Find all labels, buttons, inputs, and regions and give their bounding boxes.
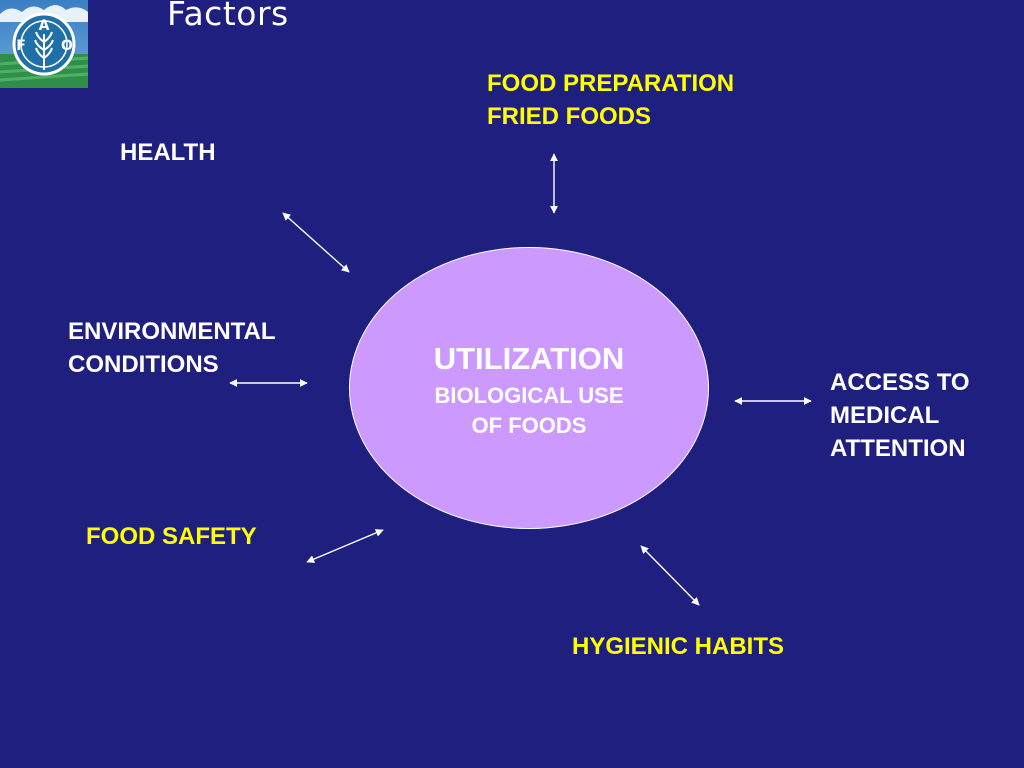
factor-access-line-1: ACCESS TO (830, 369, 970, 396)
factor-food-preparation: FOOD PREPARATION FRIED FOODS (487, 67, 734, 133)
arrow-food-safety (306, 529, 384, 563)
logo-letter-a: A (39, 18, 50, 34)
utilization-node-text: UTILIZATION BIOLOGICAL USE OF FOODS (349, 337, 709, 441)
logo-letter-f: F (16, 38, 26, 54)
factor-environmental-line-2: CONDITIONS (68, 351, 219, 378)
factor-health-line-1: HEALTH (120, 139, 216, 166)
factor-food-safety: FOOD SAFETY (86, 520, 257, 553)
factor-environmental-line-1: ENVIRONMENTAL (68, 318, 276, 345)
factor-access-line-2: MEDICAL (830, 402, 940, 429)
factor-hygienic-line-1: HYGIENIC HABITS (572, 633, 785, 660)
page-title: Factors (167, 0, 289, 33)
factor-hygienic-habits: HYGIENIC HABITS (572, 630, 784, 663)
logo-letter-o: O (61, 38, 73, 54)
utilization-title: UTILIZATION (433, 341, 625, 376)
arrow-health (282, 212, 350, 273)
utilization-node (349, 247, 709, 529)
factor-access-medical: ACCESS TO MEDICAL ATTENTION (830, 366, 970, 465)
fao-logo: F A O (0, 0, 88, 88)
factor-food-preparation-line-2: FRIED FOODS (487, 103, 652, 130)
factor-food-safety-line-1: FOOD SAFETY (86, 523, 257, 550)
factor-access-line-3: ATTENTION (830, 435, 966, 462)
utilization-subtitle-line-2: OF FOODS (471, 413, 587, 438)
arrow-hygienic (640, 545, 700, 606)
factor-food-preparation-line-1: FOOD PREPARATION (487, 70, 735, 97)
factor-health: HEALTH (120, 136, 216, 169)
factor-environmental: ENVIRONMENTAL CONDITIONS (68, 315, 276, 381)
utilization-subtitle-line-1: BIOLOGICAL USE (434, 383, 624, 408)
